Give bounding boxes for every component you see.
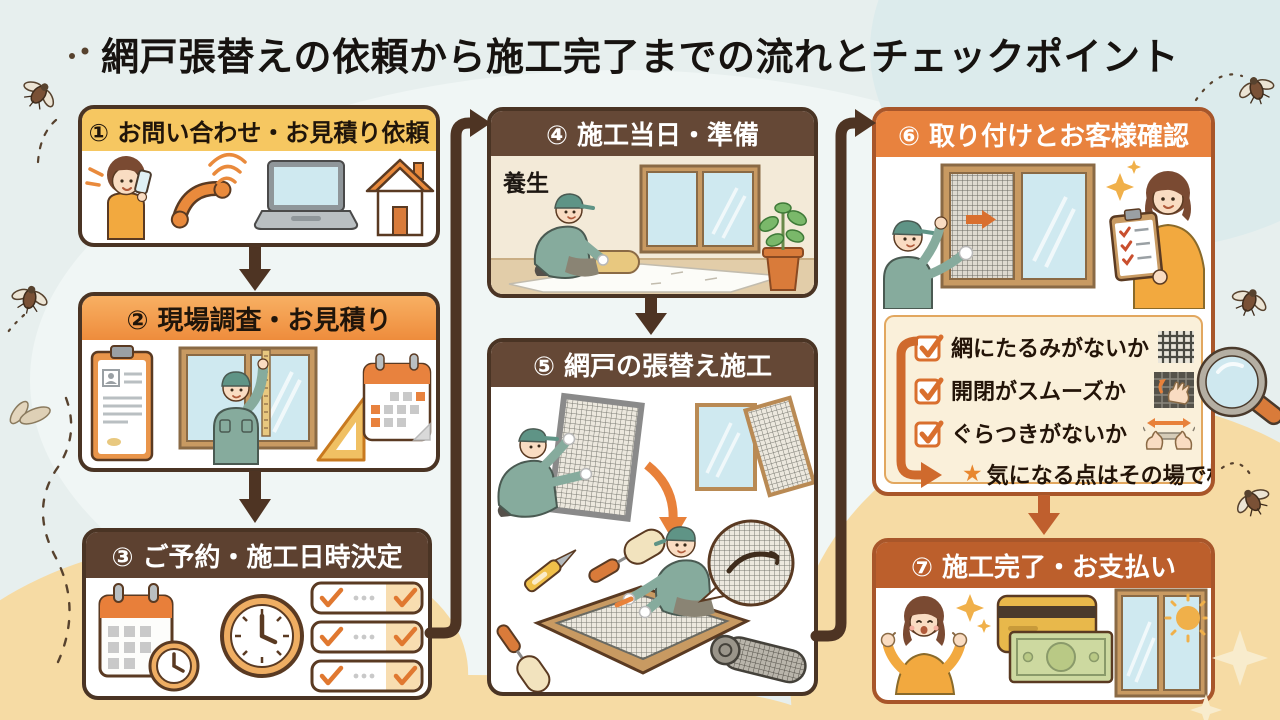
consult-subtext: スタッフが調整・対応します xyxy=(982,492,1195,496)
step-1-header: ① お問い合わせ・お見積り依頼 xyxy=(82,109,436,151)
roller-icon xyxy=(588,528,666,583)
potted-plant-icon xyxy=(759,202,808,291)
slide-arrow-icon xyxy=(966,210,996,229)
consult-note: ★ 気になる点はその場で相談！ xyxy=(962,458,1211,490)
roller-2-icon xyxy=(496,624,551,692)
step-2-illustration xyxy=(90,345,432,465)
step-6-card: ⑥ 取り付けとお客様確認 xyxy=(872,107,1215,496)
consult-text: 気になる点はその場で相談！ xyxy=(986,464,1211,489)
window-with-screen-icon xyxy=(940,163,1096,289)
worker-installing-icon xyxy=(883,216,974,309)
step-7-header: ⑦ 施工完了・お支払い xyxy=(876,542,1211,588)
step-3-card: ③ ご予約・施工日時決定 xyxy=(82,528,432,700)
worker-removing-screen-icon xyxy=(497,392,645,523)
step-2-card: ② 現場調査・お見積り xyxy=(78,292,440,472)
step-1-card: ① お問い合わせ・お見積り依頼 xyxy=(78,105,440,247)
worker-measuring-icon xyxy=(213,349,271,465)
step-1-illustration xyxy=(85,153,435,240)
open-window-icon xyxy=(695,395,814,498)
payment-icons xyxy=(996,594,1114,684)
calendar-clock-icon xyxy=(98,583,200,692)
checklist-bracket-arrow xyxy=(896,336,942,488)
woman-on-phone-icon xyxy=(85,156,152,240)
window-icon xyxy=(639,164,761,254)
banknote-icon xyxy=(1008,630,1114,684)
house-icon xyxy=(365,158,435,237)
checklist-item-1: 網にたるみがないか xyxy=(914,325,1195,368)
mesh-sample-icon xyxy=(1158,330,1194,363)
happy-customer-icon xyxy=(880,594,991,695)
checklist-pills-icon xyxy=(310,581,424,693)
customer-with-checklist-icon xyxy=(1106,160,1205,309)
checkbox-icon xyxy=(914,377,944,404)
mesh-magnified-bubble-icon xyxy=(697,519,795,607)
step-3-header: ③ ご予約・施工日時決定 xyxy=(86,532,428,578)
kneeling-worker-icon xyxy=(533,193,609,279)
step-6-illustration xyxy=(883,160,1205,309)
step-2-header: ② 現場調査・お見積り xyxy=(82,296,436,340)
page-title: 網戸張替えの依頼から施工完了までの流れとチェックポイント xyxy=(100,35,1179,79)
screen-slide-hand-icon xyxy=(1154,371,1194,408)
wobble-check-hands-icon xyxy=(1143,417,1195,450)
window-sun-icon xyxy=(1114,588,1208,698)
step-7-card: ⑦ 施工完了・お支払い xyxy=(872,538,1215,704)
step-5-card: ⑤ 網戸の張替え施工 xyxy=(487,338,818,696)
step-3-illustration xyxy=(98,581,424,693)
step-7-illustration xyxy=(880,588,1208,698)
clipboard-icon xyxy=(90,345,154,462)
step-4-illustration xyxy=(508,164,808,293)
checkbox-icon xyxy=(914,420,944,447)
checkbox-icon xyxy=(914,334,944,361)
step-5-header: ⑤ 網戸の張替え施工 xyxy=(491,342,814,387)
checklist-label: 網にたるみがないか xyxy=(951,336,1150,362)
clock-icon xyxy=(220,594,304,678)
fly-trail xyxy=(36,118,58,164)
fly-trail xyxy=(6,313,26,334)
step-4-header: ④ 施工当日・準備 xyxy=(491,111,814,156)
checklist-label: ぐらつきがないか xyxy=(951,422,1128,448)
checklist-item-3: ぐらつきがないか xyxy=(914,411,1195,454)
checklist-label: 開閉がスムーズか xyxy=(951,379,1126,405)
mesh-roll-icon xyxy=(710,634,807,684)
calendar-icon xyxy=(362,353,432,442)
star-icon: ★ xyxy=(962,461,983,487)
set-square-icon xyxy=(316,396,366,462)
step-5-illustration xyxy=(496,392,814,692)
step-4-card: ④ 施工当日・準備 養生 xyxy=(487,107,818,298)
kneeling-worker-2-icon xyxy=(614,526,715,619)
protection-label: 養生 xyxy=(503,171,549,197)
checklist-item-2: 開閉がスムーズか xyxy=(914,368,1195,411)
step-6-header: ⑥ 取り付けとお客様確認 xyxy=(876,111,1211,157)
utility-knife-icon xyxy=(524,549,577,593)
checklist-clipboard-icon xyxy=(1109,208,1164,282)
laptop-icon xyxy=(253,160,359,230)
checklist-panel: 網にたるみがないか 開閉がスムーズか xyxy=(884,315,1211,489)
fly-icon xyxy=(1224,281,1274,324)
phone-receiver-icon xyxy=(170,153,247,229)
